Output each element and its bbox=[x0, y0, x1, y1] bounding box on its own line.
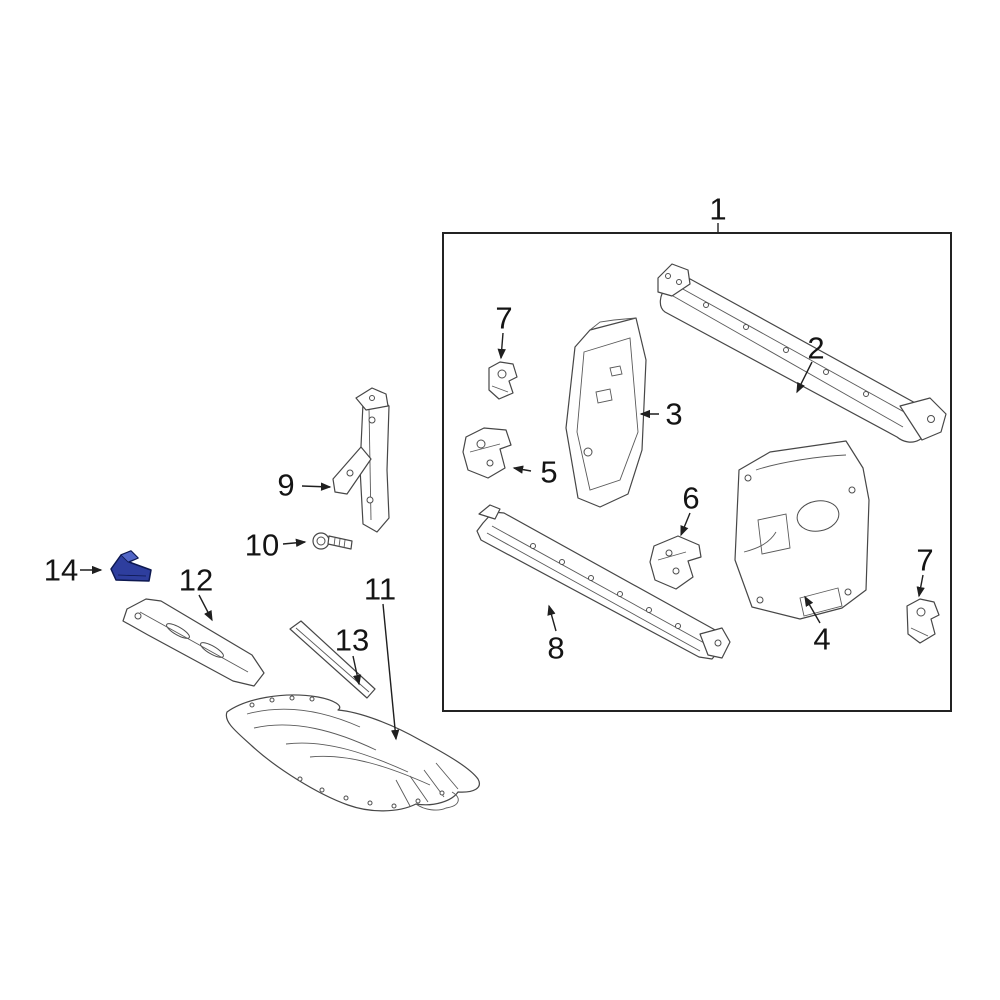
part-9-rail-bracket bbox=[332, 387, 390, 533]
part-8-lower-crossmember bbox=[476, 504, 731, 660]
part-2-upper-crossmember bbox=[657, 263, 947, 443]
callout-label-7-upper: 7 bbox=[495, 300, 513, 336]
callout-label-7-right: 7 bbox=[916, 542, 934, 578]
callout-label-8: 8 bbox=[547, 630, 565, 666]
callout-label-13: 13 bbox=[334, 622, 370, 658]
part-7-upper-bracket bbox=[488, 361, 518, 400]
part-6-bracket bbox=[649, 535, 702, 590]
callout-label-3: 3 bbox=[665, 396, 683, 432]
callout-label-12: 12 bbox=[178, 562, 214, 598]
callout-label-9: 9 bbox=[277, 467, 295, 503]
callout-label-6: 6 bbox=[682, 480, 700, 516]
callout-label-1: 1 bbox=[709, 191, 727, 227]
callout-label-4: 4 bbox=[813, 621, 831, 657]
callout-label-2: 2 bbox=[807, 330, 825, 366]
part-4-cowl-panel bbox=[734, 440, 870, 620]
callout-arrows bbox=[80, 332, 925, 741]
part-11-lower-shield bbox=[225, 694, 480, 812]
part-1-assembly-box bbox=[442, 223, 952, 712]
part-3-side-panel bbox=[565, 317, 647, 508]
callout-label-11: 11 bbox=[363, 571, 397, 607]
callout-label-10: 10 bbox=[244, 527, 280, 563]
part-14-highlighted-clip bbox=[110, 550, 152, 582]
part-5-bracket bbox=[462, 427, 512, 479]
callout-label-14: 14 bbox=[43, 552, 79, 588]
part-12-elongated-bracket bbox=[122, 598, 265, 687]
part-7-right-bracket bbox=[906, 598, 940, 644]
callout-label-5: 5 bbox=[540, 454, 558, 490]
part-10-bolt bbox=[312, 532, 353, 550]
